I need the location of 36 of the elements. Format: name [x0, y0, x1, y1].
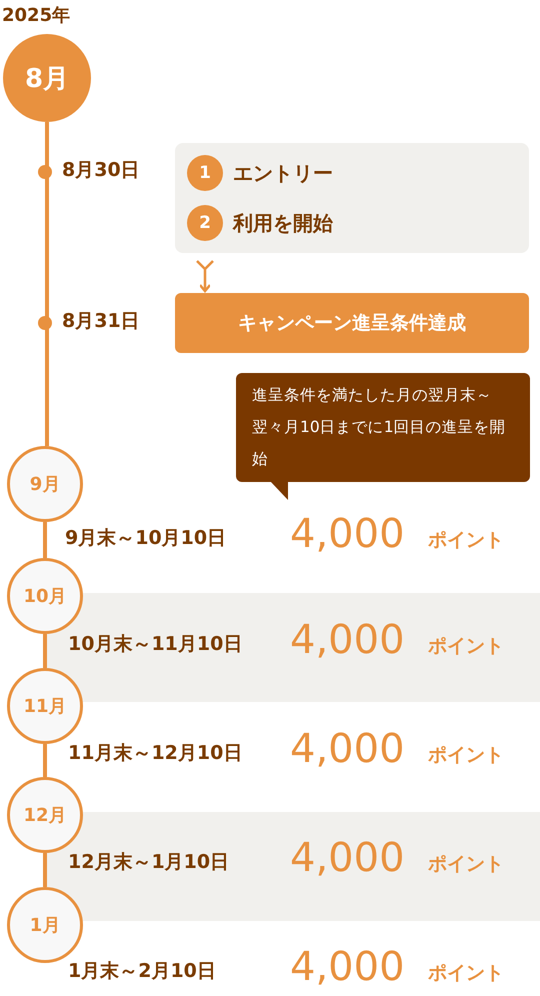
step-panel — [175, 143, 529, 253]
point-unit: ポイント — [428, 743, 504, 768]
point-amount: 4,000 — [290, 616, 405, 665]
point-unit: ポイント — [428, 528, 504, 553]
timeline-line — [43, 853, 47, 887]
point-unit: ポイント — [428, 634, 504, 659]
point-amount: 4,000 — [290, 725, 405, 774]
number-badge: 1 — [187, 155, 223, 191]
timeline-line — [43, 744, 47, 777]
timeline-line — [43, 634, 47, 668]
month-circle: 12月 — [7, 777, 83, 853]
date-label: 8月31日 — [62, 309, 140, 334]
step-text: 利用を開始 — [233, 210, 333, 237]
result-banner: キャンペーン進呈条件達成 — [175, 293, 529, 353]
number-badge: 2 — [187, 205, 223, 241]
date-label: 8月30日 — [62, 158, 140, 183]
bubble-text: 進呈条件を満たした月の翌月末～翌々月10日までに1回目の進呈を開始 — [252, 385, 507, 470]
month-circle: 8月 — [3, 34, 91, 122]
point-amount: 4,000 — [290, 834, 405, 883]
step-text: エントリー — [233, 160, 333, 187]
period-label: 11月末～12月10日 — [68, 741, 242, 766]
point-amount: 4,000 — [290, 510, 405, 559]
year-label: 2025年 — [2, 4, 70, 28]
point-amount: 4,000 — [290, 943, 405, 992]
timeline-line — [45, 122, 49, 446]
point-unit: ポイント — [428, 852, 504, 877]
period-label: 10月末～11月10日 — [68, 632, 242, 657]
month-circle: 10月 — [7, 558, 83, 634]
month-circle: 9月 — [7, 446, 83, 522]
month-circle: 1月 — [7, 887, 83, 963]
point-unit: ポイント — [428, 961, 504, 986]
period-label: 9月末～10月10日 — [65, 526, 226, 551]
timeline-line — [43, 522, 47, 558]
double-chevron-arrow — [196, 260, 214, 292]
period-label: 12月末～1月10日 — [68, 850, 230, 875]
month-circle: 11月 — [7, 668, 83, 744]
